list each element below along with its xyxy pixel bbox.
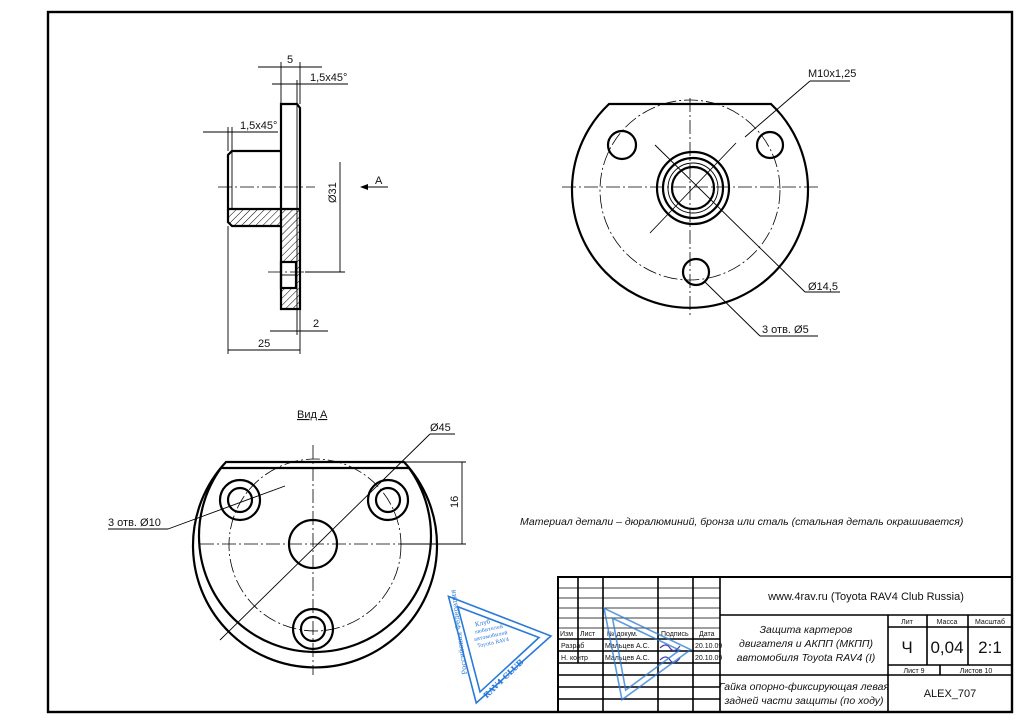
col-header-date: Дата [699, 631, 715, 638]
club-stamp: Клуб любителей автомобилей Toyota RAV4 R… [447, 588, 553, 705]
dim-5-label: 5 [287, 54, 293, 66]
mass-value: 0,04 [930, 638, 963, 657]
sheet-number: Лист 9 [903, 668, 924, 675]
title-block: Изм Лист № докум. Подпись Дата Разраб Ма… [557, 576, 1013, 713]
dim-d45-label: Ø45 [430, 422, 451, 434]
row-role: Н. контр [561, 655, 588, 662]
part-name-line: задней части защиты (по ходу) [723, 695, 883, 707]
stamp-outer-text: Российская Федерация [449, 588, 469, 675]
scale-header: Масштаб [975, 618, 1005, 626]
mass-header: Масса [937, 619, 958, 626]
row-date: 20.10.09 [695, 643, 722, 650]
thread-label: M10x1,25 [808, 68, 856, 80]
designation: ALEX_707 [924, 688, 977, 700]
col-header-signature: Подпись [661, 631, 689, 638]
view-a-arrow-label: A [375, 175, 383, 187]
website: www.4rav.ru (Toyota RAV4 Club Russia) [767, 591, 964, 603]
view-a-holes-label: 3 отв. Ø10 [108, 517, 161, 529]
front-view: M10x1,25 Ø14,5 3 отв. Ø5 [562, 68, 856, 337]
row-name: Мальцев А.С. [605, 643, 650, 650]
dim-16-label: 16 [449, 496, 461, 508]
part-name-line: Гайка опорно-фиксирующая левая [719, 681, 890, 693]
stamp-bottom-text: RAV4 CLUB [481, 657, 526, 701]
view-a-title: Вид А [297, 409, 328, 421]
sheet-count: Листов 10 [960, 668, 993, 675]
scale-value: 2:1 [978, 638, 1002, 657]
drawing-frame [46, 10, 1014, 714]
dim-d14-5-label: Ø14,5 [808, 281, 838, 293]
dim-2-label: 2 [313, 318, 319, 330]
material-note: Материал детали – дюралюминий, бронза ил… [520, 516, 963, 528]
col-header-doc: № докум. [607, 631, 638, 638]
side-section-view: 5 1,5x45° 1,5x45° Ø31 A 25 2 [203, 54, 388, 354]
row-date: 20.10.09 [695, 655, 722, 662]
assembly-title-line: автомобиля Toyota RAV4 (I) [737, 652, 876, 664]
dim-25-label: 25 [258, 338, 270, 350]
front-holes-label: 3 отв. Ø5 [762, 324, 809, 336]
chamfer-top-label: 1,5x45° [310, 72, 347, 84]
view-a: Вид А Ø45 3 отв. Ø10 16 [108, 409, 466, 675]
row-role: Разраб [561, 642, 584, 650]
lit-header: Лит [901, 619, 914, 626]
assembly-title-line: двигателя и АКПП (МКПП) [739, 638, 873, 650]
stamp-inner-text: Клуб [474, 618, 491, 628]
row-name: Мальцев А.С. [605, 655, 650, 662]
club-stamp-faint [602, 606, 693, 702]
dim-d31-label: Ø31 [327, 182, 339, 203]
col-header-izm: Изм [560, 631, 573, 638]
lit-value: Ч [901, 638, 912, 657]
col-header-list: Лист [580, 631, 596, 638]
assembly-title-line: Защита картеров [760, 624, 853, 636]
chamfer-boss-label: 1,5x45° [240, 120, 277, 132]
